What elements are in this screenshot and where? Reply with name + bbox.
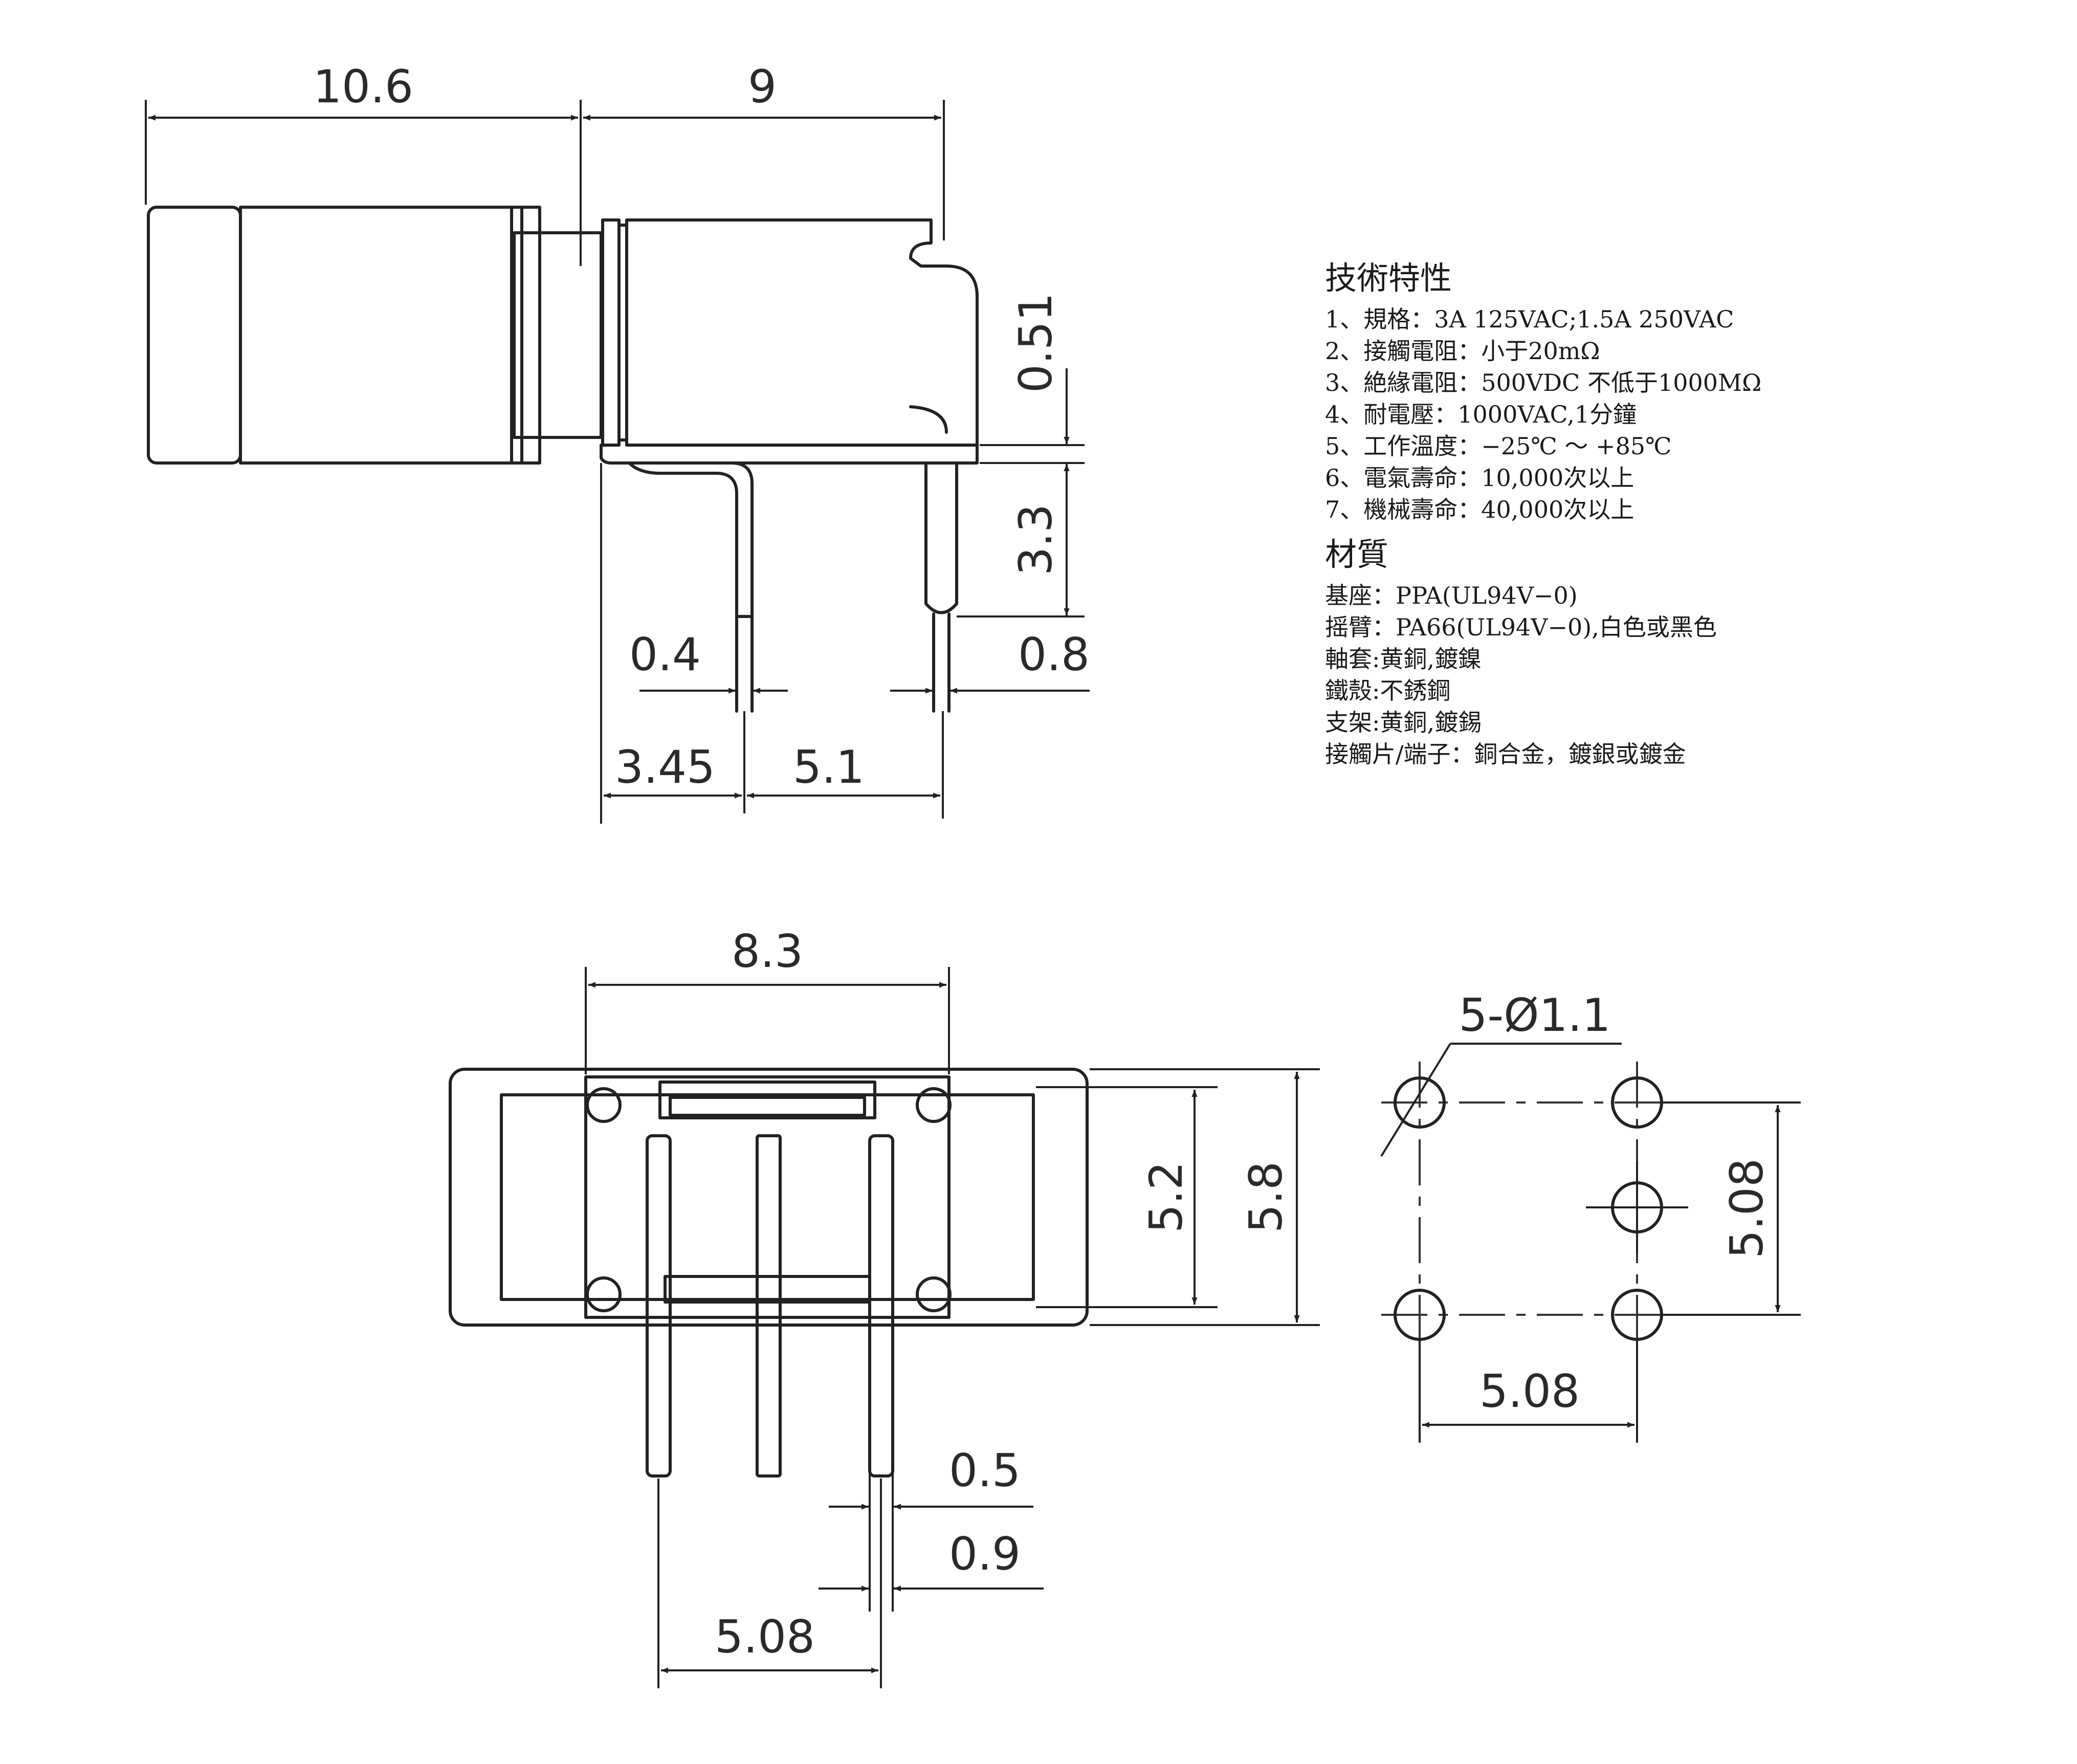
specs-title: 技術特性: [1325, 259, 1452, 297]
dim-side-pin-offset: 3.45: [615, 741, 715, 793]
dim-footprint-horizontal: 5.08: [1479, 1365, 1580, 1418]
material-item: 鐵殼:不銹鋼: [1325, 677, 1451, 704]
front-top-slot: [658, 1081, 876, 1119]
front-pin-right: [868, 1134, 894, 1478]
front-center-block: [584, 1075, 951, 1319]
spec-item: 2、接觸電阻：小于20mΩ: [1325, 337, 1600, 365]
spec-item: 6、電氣壽命：10,000次以上: [1325, 464, 1634, 492]
spec-item: 1、規格：3A 125VAC;1.5A 250VAC: [1325, 305, 1734, 333]
dim-footprint-vertical: 5.08: [1720, 1158, 1773, 1259]
front-hole-br: [916, 1276, 952, 1312]
actuator-collar: [510, 206, 541, 465]
dim-side-pin-length: 3.3: [1009, 504, 1062, 576]
actuator-body: [239, 206, 523, 465]
dim-side-pin-width: 0.4: [629, 628, 701, 681]
dim-front-width: 8.3: [732, 925, 803, 978]
front-outline: [449, 1068, 1089, 1327]
materials-title: 材質: [1325, 536, 1388, 573]
footprint-hole-tr: [1611, 1076, 1663, 1129]
material-item: 基座：PPA(UL94V−0): [1325, 582, 1578, 609]
flange: [601, 218, 621, 447]
front-inner-frame: [500, 1093, 1035, 1301]
material-item: 支架:黄銅,鍍錫: [1325, 709, 1482, 736]
dim-side-tab-height: 0.51: [1009, 293, 1062, 393]
front-hole-tl: [586, 1087, 622, 1123]
bushing: [513, 231, 603, 439]
front-hole-tr: [916, 1087, 952, 1123]
actuator-knob: [147, 206, 242, 465]
side-view: 10.6 9 0.51 3.3 0.4 0.8 3.45 5.1: [145, 60, 1090, 824]
dim-front-outer-height: 5.8: [1240, 1161, 1292, 1233]
dim-front-inner-height: 5.2: [1140, 1161, 1192, 1233]
housing-detail: [909, 405, 948, 434]
dim-front-pin-pitch: 5.08: [715, 1611, 815, 1663]
dim-front-pin-width: 0.5: [949, 1444, 1021, 1497]
spec-item: 3、絶緣電阻：500VDC 不低于1000MΩ: [1325, 369, 1761, 396]
pcb-footprint: 5-Ø1.1 5.08 5.08: [1380, 989, 1801, 1443]
front-pin-left: [646, 1134, 672, 1478]
dim-side-bracket-length: 9: [748, 60, 777, 113]
front-view: 8.3 5.2 5.8 0.5 0.9 5.08: [449, 925, 1320, 1688]
footprint-hole-br: [1611, 1289, 1663, 1341]
left-pin: [628, 461, 754, 618]
housing: [625, 218, 979, 447]
bracket-base: [600, 444, 979, 465]
spec-item: 7、機械壽命：40,000次以上: [1325, 496, 1634, 523]
spec-item: 5、工作溫度：−25℃ ～ +85℃: [1325, 432, 1672, 460]
dim-side-pin-width-right: 0.8: [1018, 628, 1090, 681]
spec-item: 4、耐電壓：1000VAC,1分鐘: [1325, 401, 1637, 428]
dim-side-body-length: 10.6: [313, 60, 413, 113]
dim-front-pin-width-total: 0.9: [949, 1528, 1021, 1580]
dim-side-pin-spacing: 5.1: [793, 741, 865, 793]
footprint-hole-center: [1611, 1181, 1663, 1233]
front-top-slot-inner: [669, 1096, 866, 1117]
material-item: 軸套:黄銅,鍍鎳: [1325, 645, 1482, 673]
material-item: 摇臂：PA66(UL94V−0),白色或黑色: [1325, 613, 1717, 641]
right-pin: [924, 461, 958, 614]
footprint-hole-tl: [1394, 1076, 1446, 1129]
material-item: 接觸片/端子：銅合金，鍍銀或鍍金: [1325, 740, 1686, 768]
dim-hole-callout: 5-Ø1.1: [1459, 989, 1611, 1042]
front-hole-bl: [586, 1276, 622, 1312]
specifications-panel: 技術特性 1、規格：3A 125VAC;1.5A 250VAC 2、接觸電阻：小…: [1325, 259, 1761, 768]
footprint-hole-bl: [1394, 1289, 1446, 1341]
front-pin-middle: [756, 1134, 782, 1478]
